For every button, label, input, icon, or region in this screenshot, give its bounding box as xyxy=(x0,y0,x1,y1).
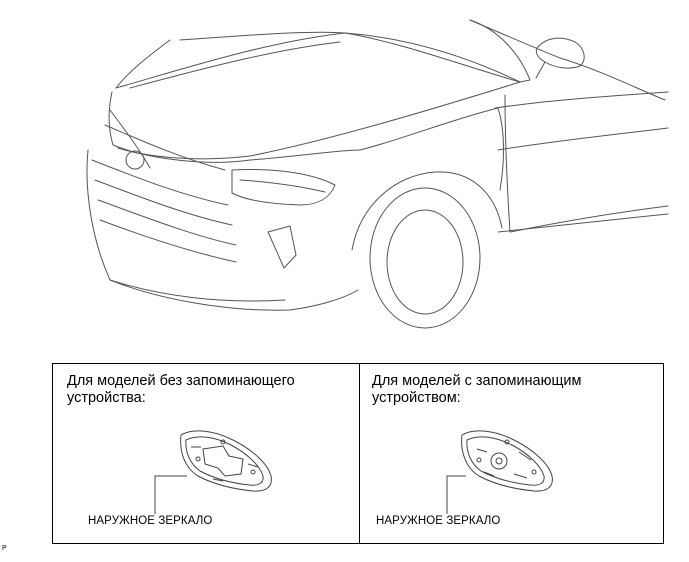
leader-line xyxy=(446,475,466,514)
headlight xyxy=(231,169,336,206)
front-door-line xyxy=(504,94,669,233)
illustration-code: P xyxy=(2,545,7,552)
part-label: НАРУЖНОЕ ЗЕРКАЛО xyxy=(88,515,213,527)
mirror-part-drawing xyxy=(154,430,272,514)
caption-line: Для моделей с запоминающим xyxy=(372,373,582,389)
variant-caption: Для моделей с запоминающим устройством: xyxy=(372,373,582,407)
hood-front-edge xyxy=(108,91,361,163)
bumper-outline xyxy=(86,149,359,311)
mirror-part-drawing xyxy=(446,430,553,514)
variant-without-memory: Для моделей без запоминающего устройства… xyxy=(53,364,360,543)
wheel-arch xyxy=(351,171,503,251)
rocker-line xyxy=(497,213,669,233)
leader-line xyxy=(154,475,187,514)
front-tire xyxy=(369,187,481,329)
caption-line: устройством: xyxy=(372,390,461,406)
emblem xyxy=(125,150,145,170)
hood-outline xyxy=(115,32,521,160)
car-front-illustration xyxy=(86,19,669,329)
part-label: НАРУЖНОЕ ЗЕРКАЛО xyxy=(376,515,501,527)
bumper-lower-lip xyxy=(109,279,286,302)
grille-upper xyxy=(104,109,226,171)
grille-lower xyxy=(91,159,237,263)
variant-caption: Для моделей без запоминающего устройства… xyxy=(67,373,295,407)
model-variant-table: Для моделей без запоминающего устройства… xyxy=(52,363,664,544)
variant-with-memory: Для моделей с запоминающим устройством: … xyxy=(359,364,663,543)
hood-crease-line xyxy=(129,31,346,89)
side-mirror xyxy=(535,37,585,69)
caption-line: Для моделей без запоминающего xyxy=(67,373,295,389)
a-pillar xyxy=(469,19,666,101)
headlight-inner xyxy=(239,179,326,193)
fender-line xyxy=(359,107,504,191)
mirror-base xyxy=(535,61,546,79)
front-rim xyxy=(386,209,464,315)
fog-lamp-recess xyxy=(267,225,297,269)
windshield-line xyxy=(344,19,531,83)
caption-line: устройства: xyxy=(67,390,146,406)
body-side-crease xyxy=(494,91,669,151)
